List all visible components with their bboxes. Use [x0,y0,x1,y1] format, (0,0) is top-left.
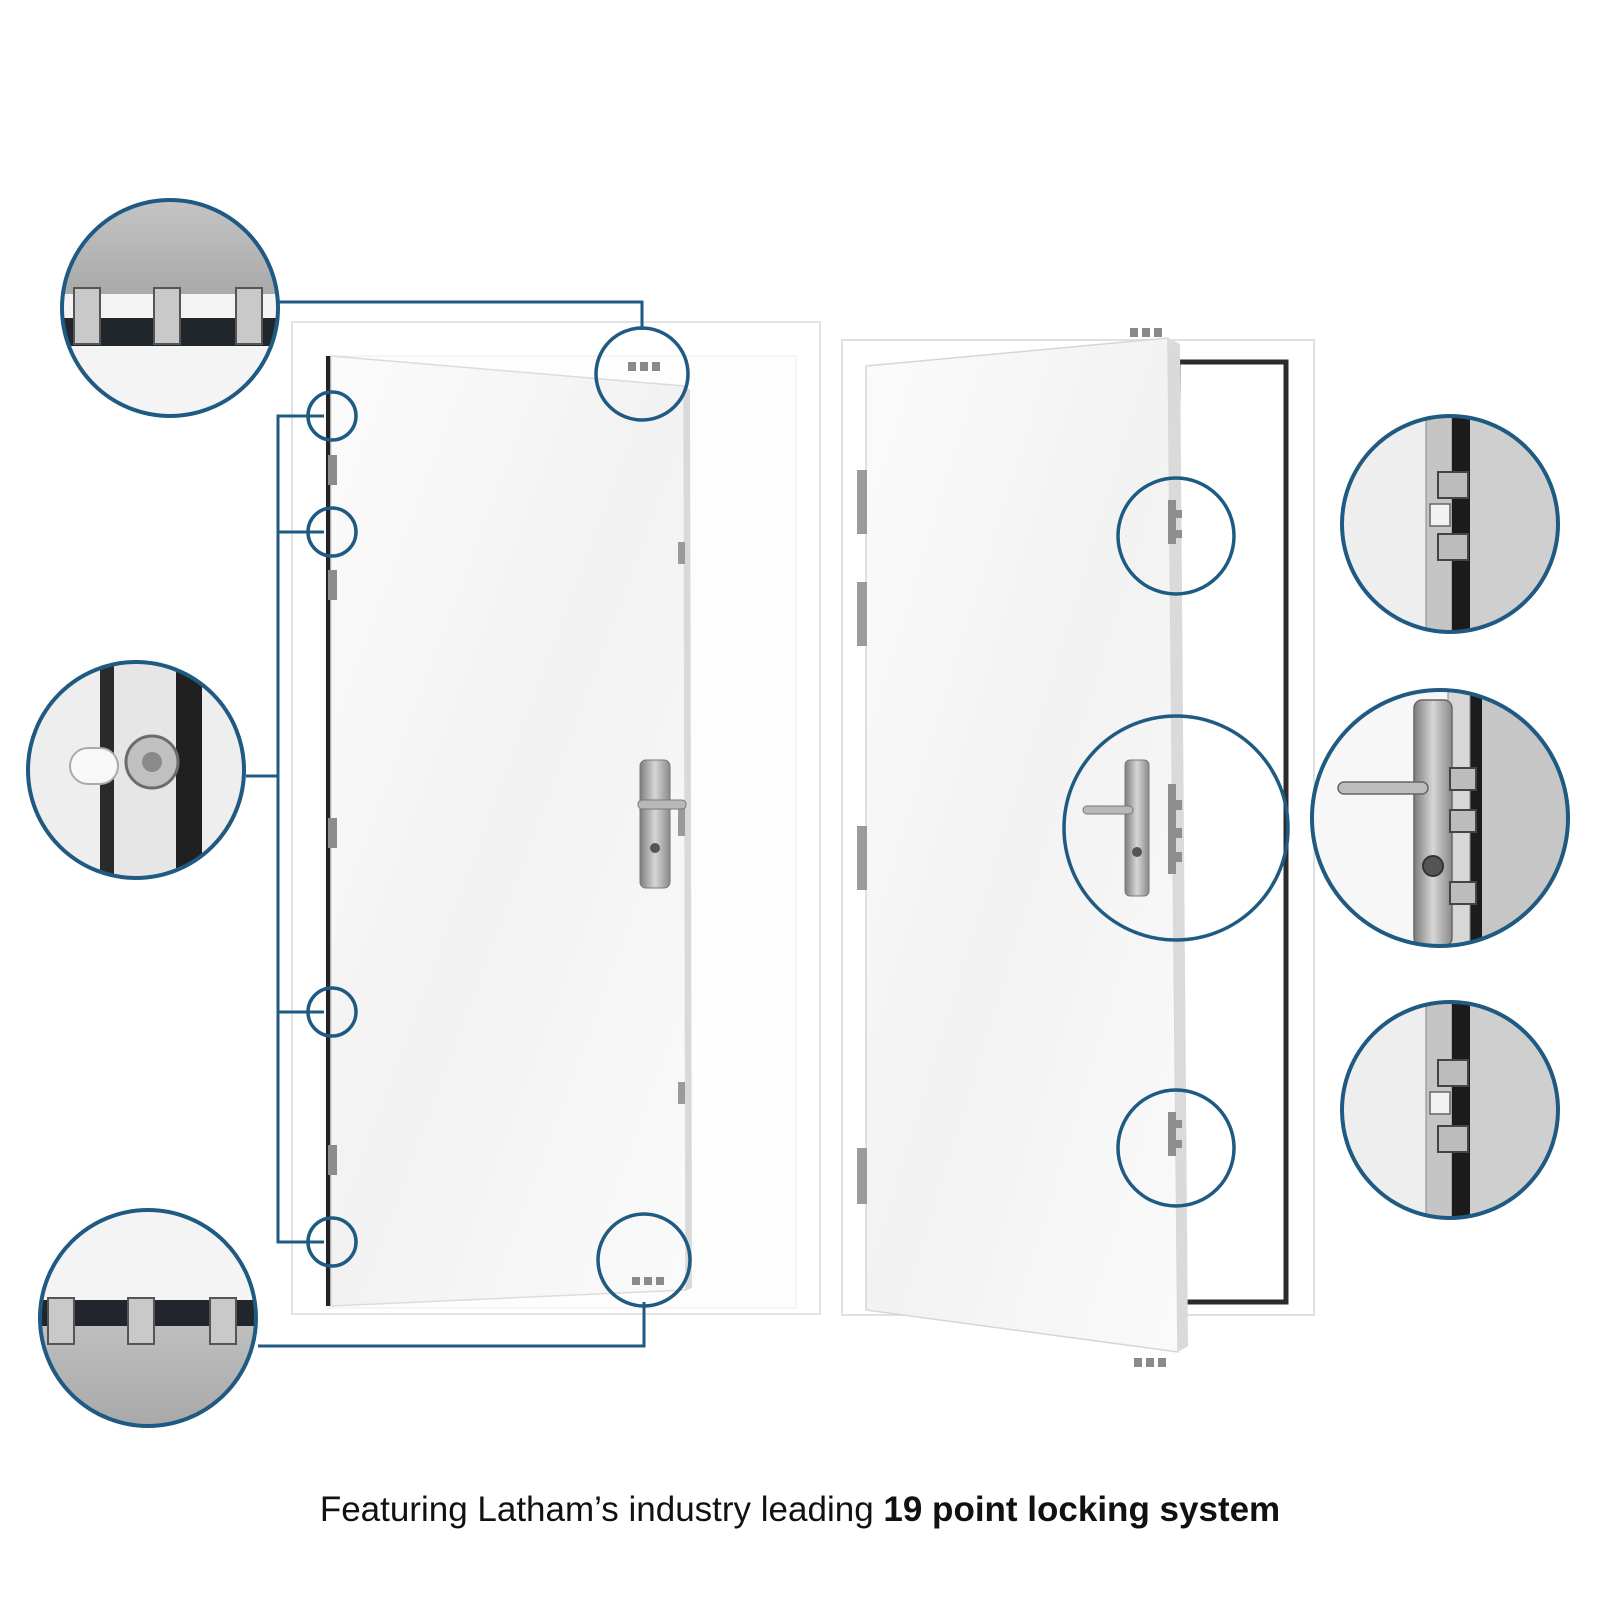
edge-locks [1168,500,1182,1156]
bottom-pins [632,1277,664,1285]
caption-lead: Featuring Latham’s industry leading [319,1490,874,1529]
lock-detail-icon [1340,1000,1560,1220]
lock-detail-icon [26,660,246,880]
closed-door [291,321,821,1315]
callout-lines [246,300,646,1348]
hinges [857,470,867,1204]
marker-hinge-bolt-2 [306,506,358,558]
top-pins [628,362,660,371]
marker-top-pins [594,326,690,422]
marker-handle-lock [1062,714,1290,942]
bottom-pins [1134,1358,1166,1367]
marker-hinge-bolt-3 [306,986,358,1038]
door-leaf-edge [1168,338,1188,1352]
hinge-bolts [328,455,337,1175]
caption: Featuring Latham’s industry leading 19 p… [0,1490,1600,1530]
latch-pins [678,542,685,1104]
detail-markers [306,326,1290,1308]
lock-detail-icon [1340,414,1560,634]
lock-detail-icon [38,1208,258,1428]
marker-hinge-bolt-4 [306,1216,358,1268]
top-pins [1130,328,1162,337]
door-leaf-edge [684,386,692,1290]
marker-bottom-pins [596,1212,692,1308]
open-door [841,328,1315,1367]
door-leaf [330,355,687,1307]
marker-lower-lock [1116,1088,1236,1208]
lock-detail-icon [1310,688,1570,948]
marker-upper-lock [1116,476,1236,596]
lock-detail-icon [60,198,280,418]
caption-emphasis: 19 point locking system [883,1490,1281,1529]
door-handle [1082,759,1150,897]
marker-hinge-bolt-1 [306,390,358,442]
door-handle [637,759,687,889]
